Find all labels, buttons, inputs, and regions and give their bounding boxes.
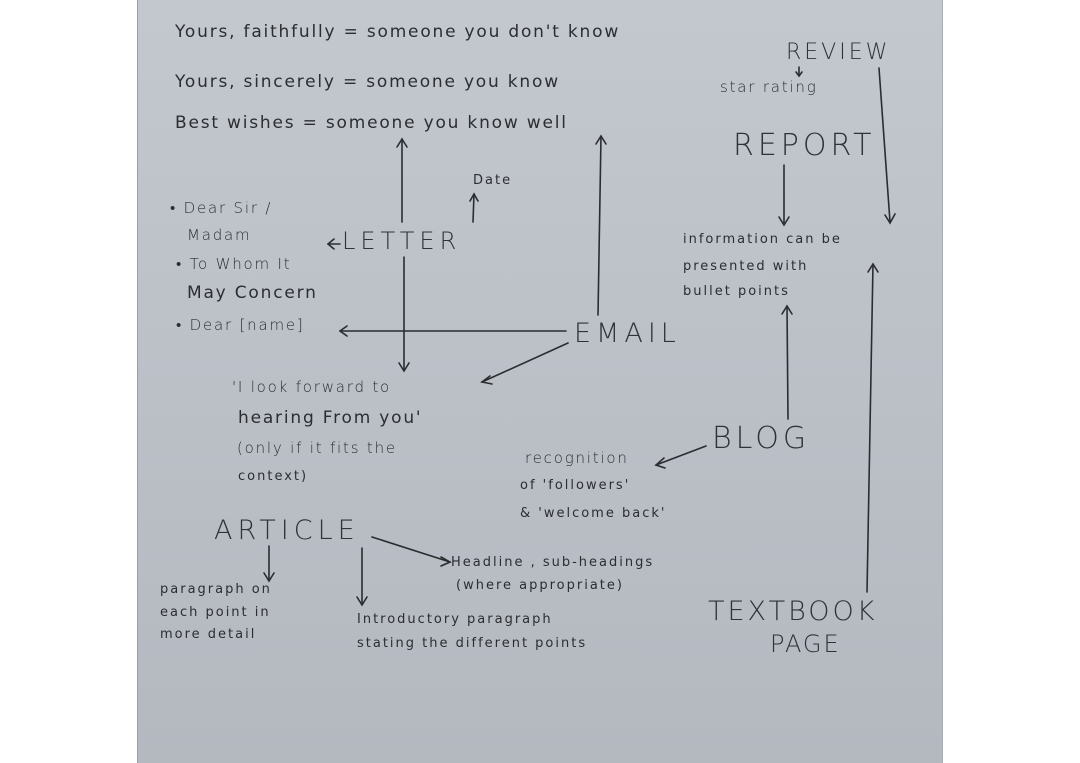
article-note-paragraph: more detail (160, 627, 257, 642)
node-letter: LETTER (342, 227, 462, 255)
signoff-best-wishes: Best wishes = someone you know well (175, 113, 568, 133)
article-note-paragraph: each point in (160, 605, 271, 620)
article-note-introductory: Introductory paragraph (357, 612, 553, 627)
signoff-faithfully: Yours, faithfully = someone you don't kn… (175, 22, 621, 42)
letter-greeting: • Dear Sir / (170, 199, 273, 217)
letter-date: Date (473, 173, 513, 188)
article-note-headline: Headline , sub-headings (451, 555, 655, 570)
review-star-rating: star rating (720, 78, 818, 96)
node-review: REVIEW (786, 40, 891, 65)
letter-greeting: Madam (187, 226, 252, 244)
report-note-line: bullet points (683, 284, 790, 299)
node-email: EMAIL (574, 318, 681, 349)
report-note-line: information can be (683, 232, 842, 247)
node-textbook-page: PAGE (770, 630, 841, 658)
node-report: REPORT (733, 128, 876, 163)
email-note-line: 'I look forward to (232, 378, 392, 396)
article-note-headline: (where appropriate) (456, 578, 624, 593)
email-note-line: (only if it fits the (237, 439, 397, 457)
email-note-line: context) (238, 469, 309, 484)
article-note-paragraph: paragraph on (160, 582, 272, 597)
node-textbook: TEXTBOOK (708, 596, 878, 627)
blog-note-line: & 'welcome back' (520, 506, 667, 521)
letter-greeting: May Concern (187, 283, 318, 303)
email-note-line: hearing From you' (238, 408, 423, 428)
signoff-sincerely: Yours, sincerely = someone you know (175, 72, 560, 92)
report-note-line: presented with (683, 259, 809, 274)
letter-greeting: • Dear [name] (176, 316, 305, 334)
article-note-introductory: stating the different points (357, 636, 588, 651)
letter-greeting: • To Whom It (176, 255, 292, 273)
node-article: ARTICLE (214, 515, 360, 546)
blog-note-line: recognition (525, 449, 629, 467)
node-blog: BLOG (712, 421, 811, 456)
blog-note-line: of 'followers' (520, 478, 631, 493)
